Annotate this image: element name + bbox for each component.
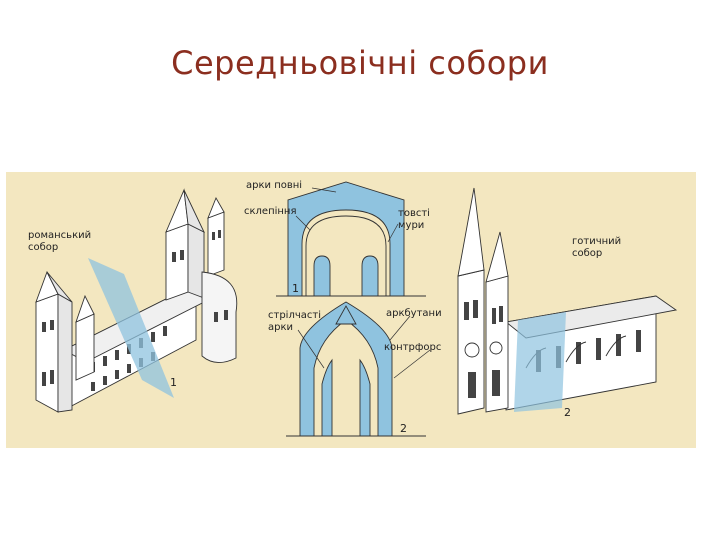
number-romanesque: 1 bbox=[170, 376, 177, 389]
label-flying-buttresses: аркбутани bbox=[386, 308, 442, 319]
number-section-1: 1 bbox=[292, 282, 299, 295]
label-gothic-2: собор bbox=[572, 248, 602, 259]
romanesque-cathedral bbox=[35, 188, 238, 413]
number-gothic: 2 bbox=[564, 406, 571, 419]
romanesque-section bbox=[276, 181, 426, 297]
gothic-cathedral bbox=[457, 187, 678, 415]
leader-lines bbox=[295, 187, 431, 379]
cathedral-diagram: романський собор арки повні склепіння то… bbox=[6, 172, 696, 448]
label-pointed-arches-2: арки bbox=[268, 322, 293, 333]
cathedral-illustration: романський собор арки повні склепіння то… bbox=[6, 172, 696, 448]
label-thick-walls-2: мури bbox=[398, 220, 424, 231]
label-thick-walls-1: товсті bbox=[398, 207, 430, 219]
number-section-2: 2 bbox=[400, 422, 407, 435]
label-full-arches: арки повні bbox=[246, 179, 302, 191]
label-vaults: склепіння bbox=[244, 205, 297, 217]
label-pointed-arches-1: стрілчасті bbox=[268, 309, 321, 321]
label-romanesque-1: романський bbox=[28, 230, 91, 241]
label-romanesque-2: собор bbox=[28, 242, 58, 253]
label-gothic-1: готичний bbox=[572, 236, 621, 247]
slide-title: Середньовічні собори bbox=[171, 44, 549, 82]
gothic-section bbox=[286, 301, 426, 437]
label-buttress: контрфорс bbox=[384, 342, 441, 353]
